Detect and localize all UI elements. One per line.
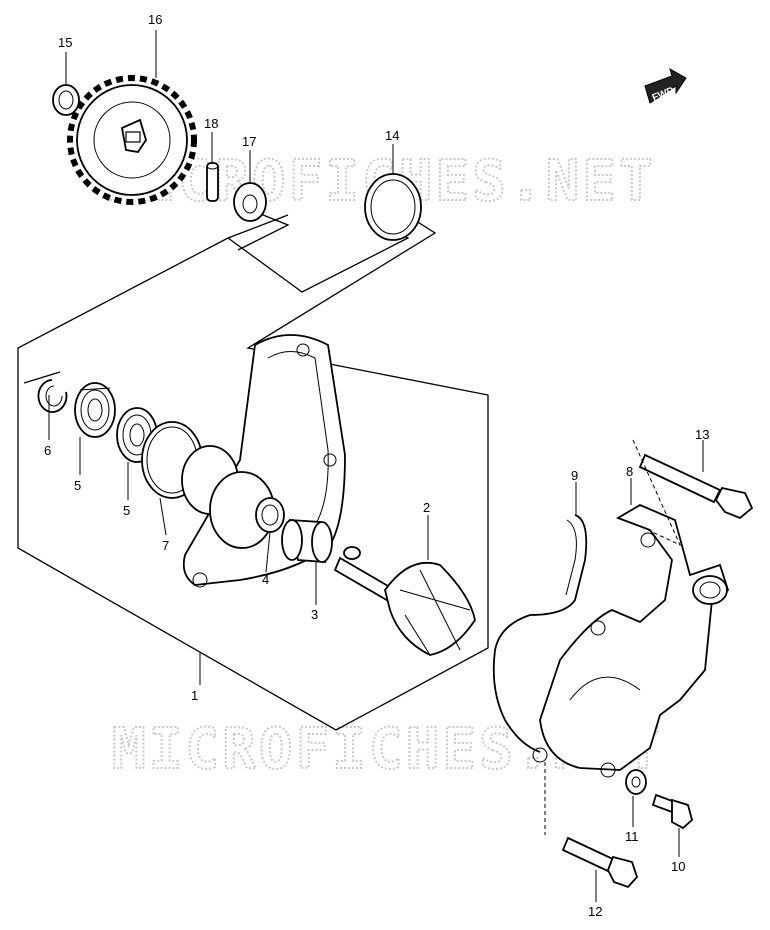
bearing-5a — [74, 382, 116, 438]
bolt-13 — [638, 453, 754, 520]
callout-18: 18 — [204, 116, 218, 131]
washer-17 — [233, 182, 267, 222]
washer-11 — [625, 769, 647, 795]
callout-2: 2 — [423, 500, 430, 515]
pump-cover-8 — [532, 503, 730, 778]
callout-1: 1 — [191, 688, 198, 703]
callout-15: 15 — [58, 35, 72, 50]
circlip-6 — [37, 379, 68, 413]
callout-17: 17 — [242, 134, 256, 149]
callout-9: 9 — [571, 468, 578, 483]
callout-5b: 5 — [123, 503, 130, 518]
callout-12: 12 — [588, 904, 602, 919]
gasket-9 — [492, 514, 588, 753]
callout-7: 7 — [162, 538, 169, 553]
circlip-15 — [52, 84, 80, 116]
leader-lines — [48, 30, 704, 902]
callout-3: 3 — [311, 607, 318, 622]
mechanical-seal-3 — [281, 519, 333, 563]
impeller-shaft-2 — [333, 546, 476, 656]
seal-4 — [255, 497, 285, 533]
callout-16: 16 — [148, 12, 162, 27]
callout-14: 14 — [385, 128, 399, 143]
callout-11: 11 — [625, 829, 639, 844]
callout-6: 6 — [44, 443, 51, 458]
callout-13: 13 — [695, 427, 709, 442]
callouts: 1 2 3 4 5 5 6 7 8 9 10 11 12 13 14 15 16… — [44, 12, 709, 919]
callout-8: 8 — [626, 464, 633, 479]
callout-4: 4 — [262, 572, 269, 587]
o-ring-14 — [364, 173, 422, 241]
pin-18 — [206, 162, 219, 202]
callout-5a: 5 — [74, 478, 81, 493]
fwd-arrow-icon: FWD — [644, 67, 687, 104]
bolt-10 — [651, 793, 694, 830]
callout-10: 10 — [671, 859, 685, 874]
bolt-12 — [561, 836, 639, 889]
sprocket-gear-16 — [67, 75, 197, 205]
